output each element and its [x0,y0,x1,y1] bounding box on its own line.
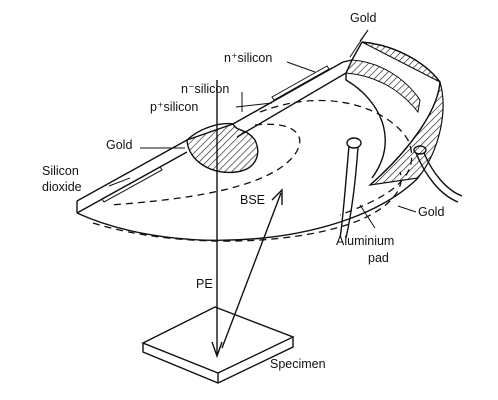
specimen-block [141,306,295,384]
p-plus-contact-strip [271,65,330,101]
bse-line [221,192,282,349]
label-gold-right: Gold [418,205,444,219]
label-gold-left: Gold [106,138,132,152]
leader-silicon-dioxide [108,177,131,187]
label-dioxide: dioxide [42,180,82,194]
n-plus-layer-edge [232,61,344,125]
left-contact-strip [101,166,163,203]
gold-rim-hatched [345,59,421,114]
central-aperture [186,122,259,174]
label-pad: pad [368,251,389,265]
label-bse: BSE [240,193,265,207]
label-n-plus-silicon: n⁺silicon [224,51,272,65]
label-n-minus-silicon: n⁻silicon [181,82,229,96]
leader-gold-top-b [359,29,369,42]
pe-beam-arrowhead [211,341,223,359]
dashed-boundary-outer [259,99,413,216]
dashed-boundary-inner [109,123,301,206]
label-pe: PE [196,277,213,291]
leader-p-plus [235,102,273,108]
aluminium-pad-right [413,145,463,203]
leader-n-plus [286,61,316,73]
bse-arrowhead [271,188,283,205]
label-gold-top: Gold [350,11,376,25]
aluminium-pad-left [339,137,362,239]
gold-edge-hatched [361,41,444,186]
label-p-plus-silicon: p⁺silicon [150,100,198,114]
leader-aluminium [359,204,376,229]
label-silicon: Silicon [42,164,79,178]
leader-gold-right [397,205,417,213]
dashed-boundary-lower [92,171,402,242]
label-aluminium: Aluminium [336,234,394,248]
label-specimen: Specimen [270,357,326,371]
